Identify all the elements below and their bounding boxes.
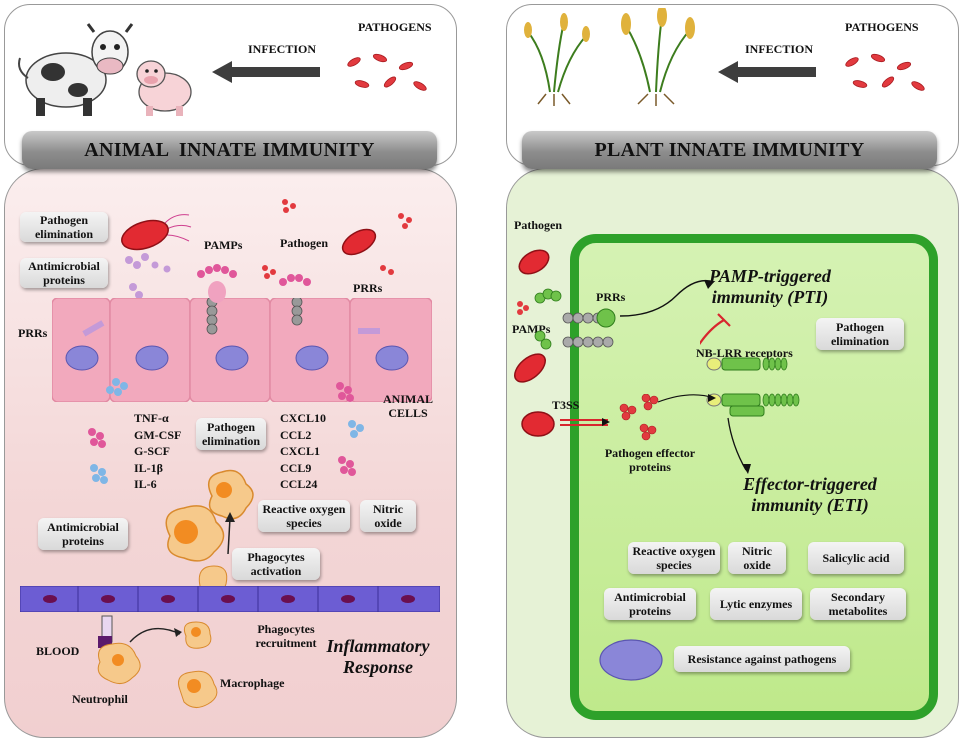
eti-label: Effector-triggered immunity (ETI) <box>743 474 877 515</box>
animal-pathogen-elimination-box-2: Pathogen elimination <box>196 418 266 450</box>
plants-illustration <box>524 8 695 106</box>
inflammatory-response-label: Inflammatory Response <box>326 636 430 677</box>
animal-pathogens-icon <box>347 53 427 91</box>
chemokine-4: CCL9 <box>280 460 312 475</box>
plant-pathogens-label: PATHOGENS <box>845 20 919 34</box>
chemokine-5: CCL24 <box>280 477 318 491</box>
plant-lytic-enzymes-box: Lytic enzymes <box>710 588 802 620</box>
cytokine-3: G-SCF <box>134 444 170 458</box>
chemokine-dots <box>336 382 364 476</box>
cytokine-dots <box>88 378 128 484</box>
blood-label: BLOOD <box>36 644 80 658</box>
plant-nitric-oxide-box: Nitric oxide <box>728 542 786 574</box>
plant-pathogens-prr <box>514 249 616 437</box>
animal-infection-label: INFECTION <box>248 42 317 56</box>
animal-antimicrobial-box-top: Antimicrobial proteins <box>20 258 108 288</box>
t3ss-effectors <box>560 394 716 441</box>
animal-title-banner: ANIMAL INNATE IMMUNITY <box>22 131 437 169</box>
animal-title: ANIMAL INNATE IMMUNITY <box>84 138 375 161</box>
plant-pathogen-label: Pathogen <box>514 218 562 232</box>
phagocytes-activation-box: Phagocytes activation <box>232 548 320 580</box>
plant-secondary-metabolites-box: Secondary metabolites <box>810 588 906 620</box>
t3ss-label: T3SS <box>552 398 580 412</box>
pti-label: PAMP-triggered immunity (PTI) <box>709 266 831 307</box>
animal-cell-layer <box>51 296 433 403</box>
chemokine-1: CXCL10 <box>280 411 327 425</box>
neutrophil-label: Neutrophil <box>72 692 128 706</box>
animal-reactive-oxygen-box: Reactive oxygen species <box>258 500 350 532</box>
plant-infection-label: INFECTION <box>745 42 814 56</box>
animal-pathogens-label: PATHOGENS <box>358 20 432 34</box>
animal-cells-label: ANIMAL CELLS <box>383 392 433 420</box>
plant-antimicrobial-box: Antimicrobial proteins <box>604 588 696 620</box>
nb-lrr-label: NB-LRR receptors <box>696 346 793 360</box>
phagocytes-recruitment-label: Phagocytes recruitment <box>255 622 317 650</box>
neutrophil-macrophage-illustration <box>97 615 218 708</box>
animal-pathogen-label: Pathogen <box>280 236 328 250</box>
nb-lrr-receptors <box>700 313 800 417</box>
cytokine-5: IL-6 <box>134 477 157 491</box>
plant-title: PLANT INNATE IMMUNITY <box>594 138 865 161</box>
plant-infection-arrow <box>718 61 816 83</box>
cytokine-1: TNF-α <box>134 411 169 425</box>
animal-prrs-left-label: PRRs <box>18 326 48 340</box>
cytokine-2: GM-CSF <box>134 427 182 442</box>
animal-pathogen-elimination-box: Pathogen elimination <box>20 212 108 242</box>
plant-nucleus <box>599 639 663 681</box>
plant-salicylic-acid-box: Salicylic acid <box>808 542 904 574</box>
effector-proteins-label: Pathogen effector proteins <box>604 446 696 474</box>
plant-title-banner: PLANT INNATE IMMUNITY <box>522 131 937 169</box>
animal-antimicrobial-box-bottom: Antimicrobial proteins <box>38 518 128 550</box>
plant-prrs-label: PRRs <box>596 290 626 304</box>
plant-resistance-box: Resistance against pathogens <box>674 646 850 672</box>
chemokine-3: CXCL1 <box>280 444 321 458</box>
cow-pig-illustration <box>18 23 192 116</box>
animal-nitric-oxide-box: Nitric oxide <box>360 500 416 532</box>
blood-vessel <box>19 585 441 613</box>
plant-pathogens-icon <box>845 53 925 91</box>
cytokine-4: IL-1β <box>134 460 163 475</box>
plant-pathogen-elimination-box: Pathogen elimination <box>816 318 904 350</box>
animal-free-pathogens <box>262 199 412 279</box>
animal-pamps-label: PAMPs <box>204 238 243 252</box>
animal-pathogen-top-left <box>121 214 192 299</box>
eti-arrow <box>727 417 751 474</box>
macrophage-label: Macrophage <box>220 676 285 690</box>
plant-reactive-oxygen-box: Reactive oxygen species <box>628 542 720 574</box>
chemokine-list: CXCL10 CCL2 CXCL1 CCL9 CCL24 <box>280 410 326 493</box>
animal-infection-arrow <box>212 61 320 83</box>
animal-prrs-right-label: PRRs <box>353 281 383 295</box>
pti-arrow <box>619 279 715 317</box>
animal-prr-receptors <box>197 264 311 303</box>
cytokine-list: TNF-α GM-CSF G-SCF IL-1β IL-6 <box>134 410 181 493</box>
chemokine-2: CCL2 <box>280 427 312 442</box>
